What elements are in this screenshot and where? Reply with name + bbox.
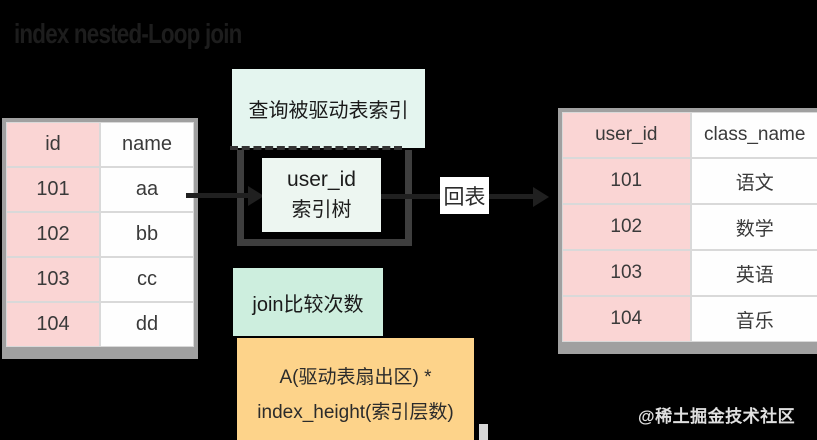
table-cell: 102 (6, 212, 100, 257)
table-cell: aa (100, 167, 194, 212)
lookup-arrow-line (186, 193, 250, 198)
join-compare-label-box: join比较次数 (233, 268, 383, 336)
table-cell: 英语 (690, 250, 817, 296)
dashed-divider (230, 146, 402, 150)
join-compare-label: join比较次数 (252, 293, 364, 316)
formula-box: A(驱动表扇出区) * index_height(索引层数) (237, 338, 474, 440)
table-cell: 103 (562, 250, 691, 296)
formula-line2: index_height(索引层数) (257, 402, 454, 424)
column-header: class_name (690, 112, 817, 158)
index-tree-label: 索引树 (291, 198, 352, 221)
index-tree-box: user_id 索引树 (262, 158, 381, 232)
back-to-table-label: 回表 (440, 177, 489, 214)
watermark: @稀土掘金技术社区 (638, 407, 796, 426)
table-cell: 语文 (690, 158, 817, 204)
table-cell: 数学 (690, 204, 817, 250)
table-cell: 102 (562, 204, 691, 250)
table-cell: 101 (6, 167, 100, 212)
edge-fragment (479, 424, 488, 440)
table-cell: 104 (6, 302, 100, 347)
table-cell: bb (100, 212, 194, 257)
table-cell: 101 (562, 158, 691, 204)
lookup-arrow-head-icon (248, 186, 264, 206)
index-query-label-box: 查询被驱动表索引 (232, 69, 425, 148)
index-query-label: 查询被驱动表索引 (248, 100, 409, 122)
table-cell: cc (100, 257, 194, 302)
table-cell: 104 (562, 296, 691, 342)
formula-line1: A(驱动表扇出区) * (279, 367, 432, 388)
index-tree-field: user_id (287, 168, 356, 192)
table-cell: 音乐 (690, 296, 817, 342)
column-header: id (6, 122, 100, 167)
table-cell: dd (100, 302, 194, 347)
column-header: user_id (562, 112, 691, 158)
back-to-table-arrow-head-icon (533, 187, 549, 207)
column-header: name (100, 122, 194, 167)
table-cell: 103 (6, 257, 100, 302)
page-title: index nested-Loop join (14, 18, 242, 49)
